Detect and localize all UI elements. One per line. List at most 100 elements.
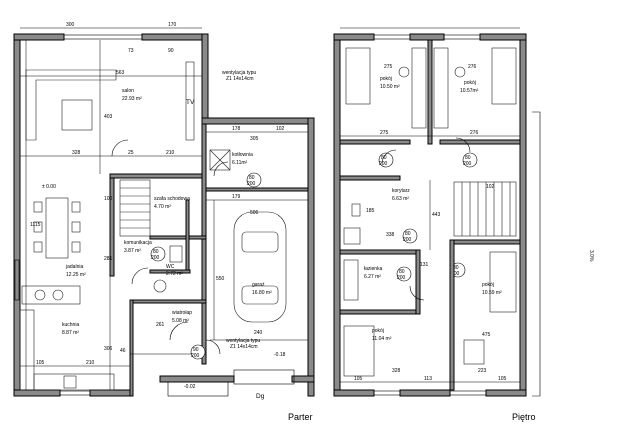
sofa-icon [25, 69, 117, 141]
door-height: 200 [247, 181, 256, 187]
room-name: pokój [482, 282, 494, 288]
door-width: 80 [405, 231, 411, 237]
level-label: -0.18 [274, 352, 286, 358]
level-label: ± 0.00 [42, 184, 56, 190]
door-width: 80 [453, 265, 459, 271]
door-swing [169, 321, 189, 341]
room-area: 8.87 m² [62, 330, 79, 336]
sink-icon [398, 66, 410, 78]
door-swing [409, 285, 425, 301]
bath-side-wall [415, 249, 421, 315]
bed-icon [491, 47, 517, 105]
door-tag [246, 172, 262, 188]
upper-floor-plan [333, 27, 541, 397]
dimension-text: 550 [216, 276, 225, 282]
room-area: 6.63 m² [392, 196, 409, 202]
upper-south-wall-c [485, 389, 527, 397]
wc-sink-icon [153, 279, 167, 293]
dining-chairs-icon [33, 201, 81, 253]
bedroom-se-wall [449, 239, 521, 245]
bed-icon [489, 251, 517, 313]
upper-room-labels: pokój 10.50 m² pokój 10.57m² korytarz 6.… [364, 76, 594, 422]
dimension-text: 328 [392, 368, 401, 374]
door-swing [381, 149, 397, 165]
room-area: 5.08 m² [172, 318, 189, 324]
vent-label: Z1 14x14cm [226, 76, 254, 82]
tv-label: TV [186, 99, 195, 106]
ground-boiler-north-wall [201, 117, 315, 125]
ground-room-labels: salon 22.93 m² kuchnia 8.87 m² jadalnia … [42, 70, 313, 422]
room-name: kotłownia [232, 152, 253, 158]
bedroom-wall [439, 139, 521, 145]
window [443, 34, 481, 40]
desk-icon [463, 339, 485, 365]
bathroom-wall [339, 249, 421, 255]
dimension-text: 281 [104, 256, 113, 262]
stairs-icon [119, 179, 151, 237]
bedroom-wall [339, 139, 411, 145]
room-area: 22.93 m² [122, 96, 142, 102]
dimension-text: 305 [250, 136, 259, 142]
room-area: 3.87 m² [124, 248, 141, 254]
kitchen-counter-icon [19, 309, 35, 391]
dimension-text: 90 [168, 48, 174, 54]
dimension-text: 25 [128, 150, 134, 156]
dimension-text: 131 [420, 262, 429, 268]
window [373, 34, 411, 40]
bed-icon [343, 325, 375, 377]
wc-wall-side [185, 199, 190, 271]
door-height: 200 [463, 161, 472, 167]
door-height: 200 [397, 275, 406, 281]
bedroom-s-wall [339, 309, 421, 315]
room-area: 11.04 m² [372, 336, 392, 342]
boiler-icon [209, 149, 231, 171]
door-height: 200 [191, 353, 200, 359]
upper-floor-title: Piętro [512, 412, 536, 422]
sink-icon [63, 375, 77, 389]
window [373, 390, 401, 396]
dimension-text: 276 [468, 64, 477, 70]
ground-dimension-labels: 300 73 90 563 403 328 25 210 1115 281 10… [30, 22, 285, 366]
room-name: wiatrołap [172, 310, 192, 316]
dimension-text: 306 [104, 346, 113, 352]
garage-driveway [233, 369, 295, 385]
room-name: salon [122, 88, 134, 94]
room-name: pokój [464, 80, 476, 86]
upper-north-wall-b [409, 33, 445, 41]
dimension-text: 338 [386, 232, 395, 238]
room-area: 2.72 m² [166, 271, 183, 277]
wardrobe-icon [411, 47, 427, 129]
dimension-text: 563 [116, 70, 125, 76]
dimension-text: 105 [354, 376, 363, 382]
door-width: 80 [381, 155, 387, 161]
door-tags: 80 200 90 200 80 200 80 200 80 200 80 20… [150, 152, 478, 360]
stool-icon [34, 289, 46, 301]
ground-floor-plan [13, 27, 315, 397]
bedroom-divider [427, 39, 433, 145]
door-tag [396, 266, 412, 282]
upper-north-wall-a [333, 33, 375, 41]
room-name: jadalnia [65, 264, 83, 270]
roof-slope-label: 3.0% [588, 250, 594, 262]
car-icon [233, 211, 287, 323]
toilet-icon [351, 203, 361, 217]
upper-dimension-labels: 275 276 275 276 185 338 443 131 102 475 … [354, 64, 507, 382]
dimension-text: 113 [424, 376, 432, 382]
ground-north-wall-right [141, 33, 209, 41]
dimension-text: 275 [384, 64, 393, 70]
hall-wall [109, 173, 207, 179]
door-height: 200 [379, 161, 388, 167]
dimension-text: 105 [36, 360, 45, 366]
door-swing [455, 137, 471, 153]
wardrobe-icon [433, 47, 449, 129]
room-name: korytarz [392, 188, 410, 194]
door-width: 90 [193, 347, 199, 353]
toilet-icon [169, 245, 183, 263]
boiler-south-wall [205, 187, 309, 192]
dimension-text: 261 [156, 322, 165, 328]
sink-icon [454, 66, 466, 78]
kitchen-counter-icon [33, 373, 115, 391]
stool-icon [52, 289, 64, 301]
level-label: -0.02 [184, 384, 196, 390]
room-area: 6.27 m² [364, 274, 381, 280]
